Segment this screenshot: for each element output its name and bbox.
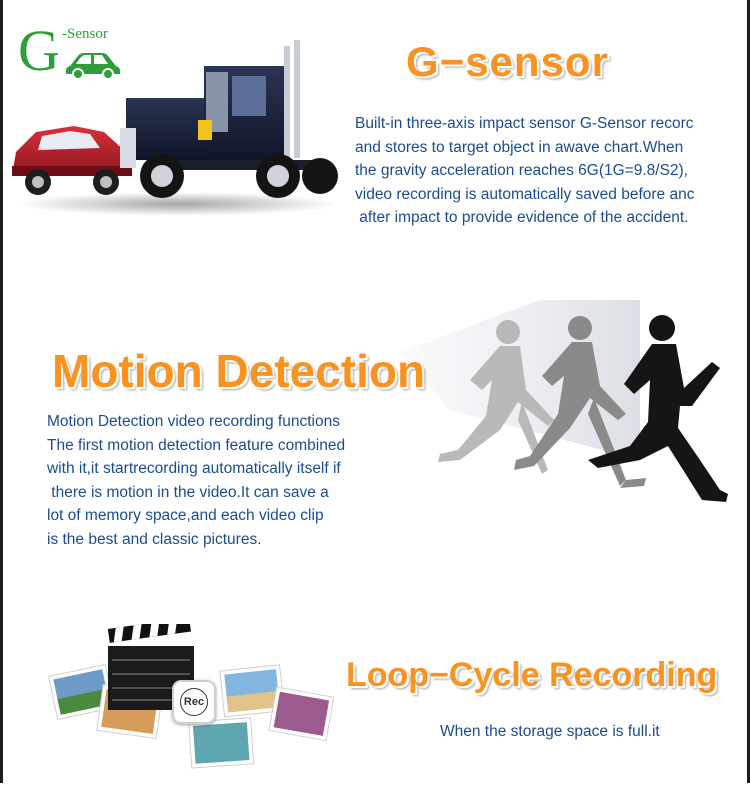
- truck-crash-illustration: [12, 40, 338, 216]
- motion-detection-title: Motion Detection: [52, 345, 426, 397]
- loop-cycle-title: Loop−Cycle Recording: [346, 656, 718, 694]
- car-icon: [66, 53, 120, 80]
- logo-subtitle: -Sensor: [62, 26, 108, 42]
- rec-badge-icon: Rec: [172, 680, 216, 724]
- g-sensor-section: G -Sensor: [0, 0, 750, 260]
- motion-detection-description: Motion Detection video recording functio…: [47, 413, 346, 548]
- logo-letter: G: [18, 18, 60, 83]
- running-silhouettes-illustration: [438, 315, 728, 502]
- loop-cycle-description: When the storage space is full.it: [440, 723, 660, 740]
- rec-badge-label: Rec: [180, 688, 208, 716]
- g-sensor-logo: G -Sensor: [18, 22, 128, 82]
- g-sensor-description: Built-in three-axis impact sensor G-Sens…: [355, 115, 695, 226]
- loop-cycle-section: Rec Loop−Cycle Recording When the storag…: [0, 560, 750, 783]
- motion-detection-section: Motion Detection Motion Detection video …: [0, 260, 750, 560]
- g-sensor-title: G−sensor: [406, 38, 609, 85]
